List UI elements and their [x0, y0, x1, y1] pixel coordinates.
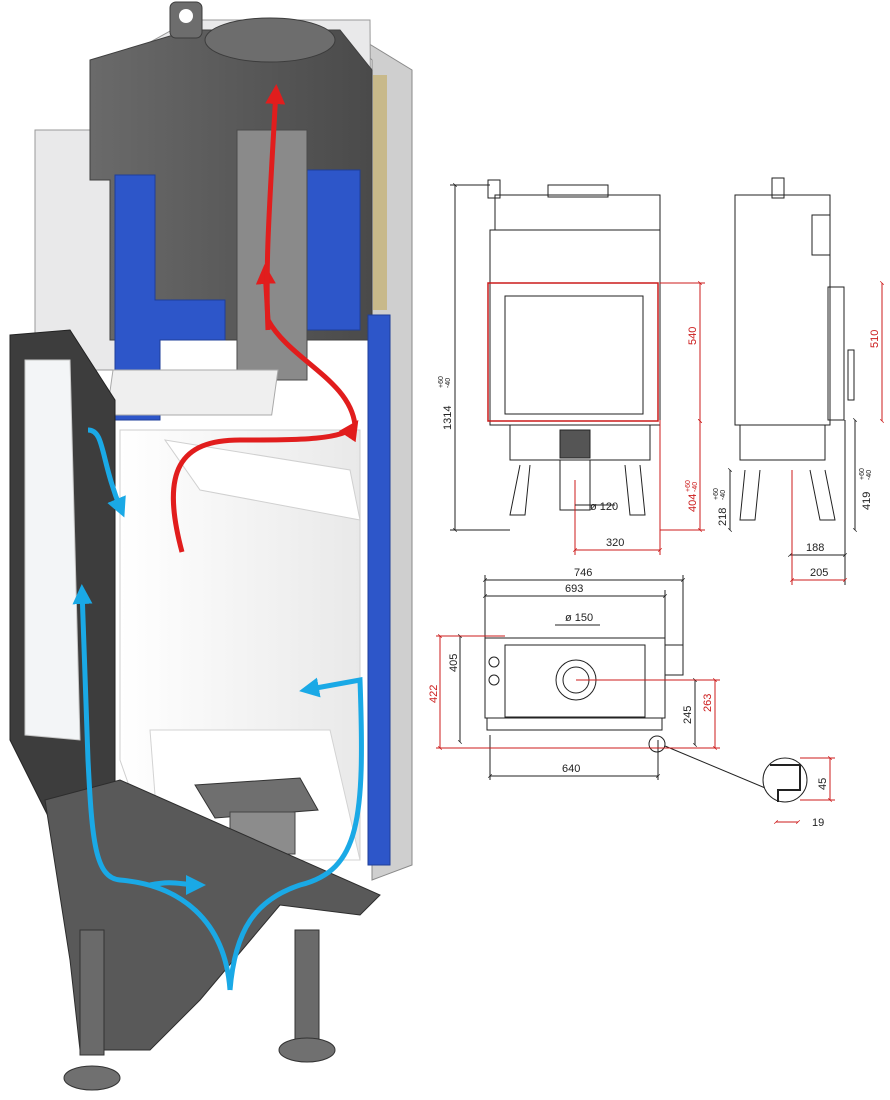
heat-exchanger-insulation-right: [299, 169, 361, 331]
front-glass: [504, 295, 644, 415]
top-flue-diameter-label: ø 150: [565, 612, 593, 624]
front-leg-right: [624, 464, 646, 516]
front-leg-left: [509, 464, 531, 516]
top-knob: [488, 656, 500, 668]
baffle-plate-white: [106, 369, 279, 416]
foot-right: [278, 1037, 336, 1063]
flue-collar: [204, 17, 336, 63]
side-flue-box: [811, 214, 831, 256]
side-leg-left: [739, 469, 761, 521]
detail-height-label: 45: [817, 778, 829, 790]
top-flue-offset-a-label: 245: [682, 706, 694, 724]
liner-top-panel: [163, 439, 361, 521]
top-inner-box: [504, 644, 646, 718]
foot-left: [63, 1065, 121, 1091]
top-knob: [488, 674, 500, 686]
leg-right: [294, 929, 320, 1041]
lug-hole-icon: [179, 9, 193, 23]
front-top-box: [494, 194, 661, 231]
front-height-tol-plus: +60: [438, 376, 445, 388]
side-leg-right: [809, 469, 836, 521]
ash-grate: [194, 777, 319, 819]
top-front-frame: [486, 717, 663, 731]
side-bottom-tol-plus: +60: [859, 468, 866, 480]
front-inlet-offset-label: 320: [606, 537, 624, 549]
side-handle: [847, 349, 855, 401]
detail-callout-circle: [648, 735, 666, 753]
front-height-label: 1314: [442, 406, 454, 430]
front-inlet-diameter-label: ø 120: [590, 501, 618, 513]
hot-air-arrow-icon: [255, 264, 358, 426]
cold-air-arrow-icon: [72, 584, 233, 991]
front-glass-height-label: 540: [687, 327, 699, 345]
detail-leader: [664, 745, 771, 791]
side-depth-inner-label: 188: [806, 542, 824, 554]
front-flue-stub: [547, 184, 609, 198]
front-lug: [487, 179, 501, 199]
detail-width-label: 19: [812, 817, 824, 829]
side-lug: [771, 177, 785, 199]
side-view-drawing: [727, 177, 885, 585]
cold-air-arrow-icon: [149, 874, 206, 895]
side-bottom-tol-minus: -40: [866, 470, 873, 480]
front-air-inlet: [559, 429, 591, 459]
cutaway-illustration: [9, 1, 413, 1091]
side-leg-tol-minus: -40: [720, 490, 727, 500]
front-view-drawing: [450, 179, 705, 555]
top-bottom-width-label: 640: [562, 763, 580, 775]
side-glass-height-label: 510: [869, 330, 881, 348]
side-lower-box: [739, 424, 826, 461]
top-depth-total-label: 422: [428, 685, 440, 703]
door-glass: [24, 359, 81, 741]
front-body: [489, 229, 661, 426]
side-depth-outer-label: 205: [810, 567, 828, 579]
leg-left: [79, 929, 105, 1056]
top-overall-width-label: 746: [574, 567, 592, 579]
insulation-stripe-gold: [373, 75, 387, 310]
side-insulation-blue: [367, 314, 391, 866]
top-body-width-label: 693: [565, 583, 583, 595]
cold-air-arrow-icon: [87, 427, 126, 518]
side-body: [734, 194, 831, 426]
top-depth-body-label: 405: [448, 654, 460, 672]
top-side-box: [664, 644, 684, 676]
top-flue-offset-b-label: 263: [702, 694, 714, 712]
side-leg-tol-plus: +60: [713, 488, 720, 500]
hot-air-arrow-icon: [170, 420, 359, 553]
front-bottom-height-label: 404: [687, 494, 699, 512]
heat-exchanger-insulation: [114, 174, 226, 421]
cold-air-arrow-icon: [227, 677, 364, 991]
front-door-frame: [487, 282, 659, 422]
side-leg-height-label: 218: [717, 508, 729, 526]
front-bottom-tol-minus: -40: [692, 482, 699, 492]
base-frame: [44, 779, 381, 1051]
side-bottom-height-label: 419: [861, 492, 873, 510]
top-body-outline: [484, 637, 666, 719]
front-height-tol-minus: -40: [445, 378, 452, 388]
detail-view: [762, 755, 835, 825]
side-door: [827, 286, 845, 421]
front-bottom-tol-plus: +60: [685, 480, 692, 492]
hot-air-arrow-icon: [264, 84, 286, 331]
top-view-drawing: [436, 575, 771, 791]
